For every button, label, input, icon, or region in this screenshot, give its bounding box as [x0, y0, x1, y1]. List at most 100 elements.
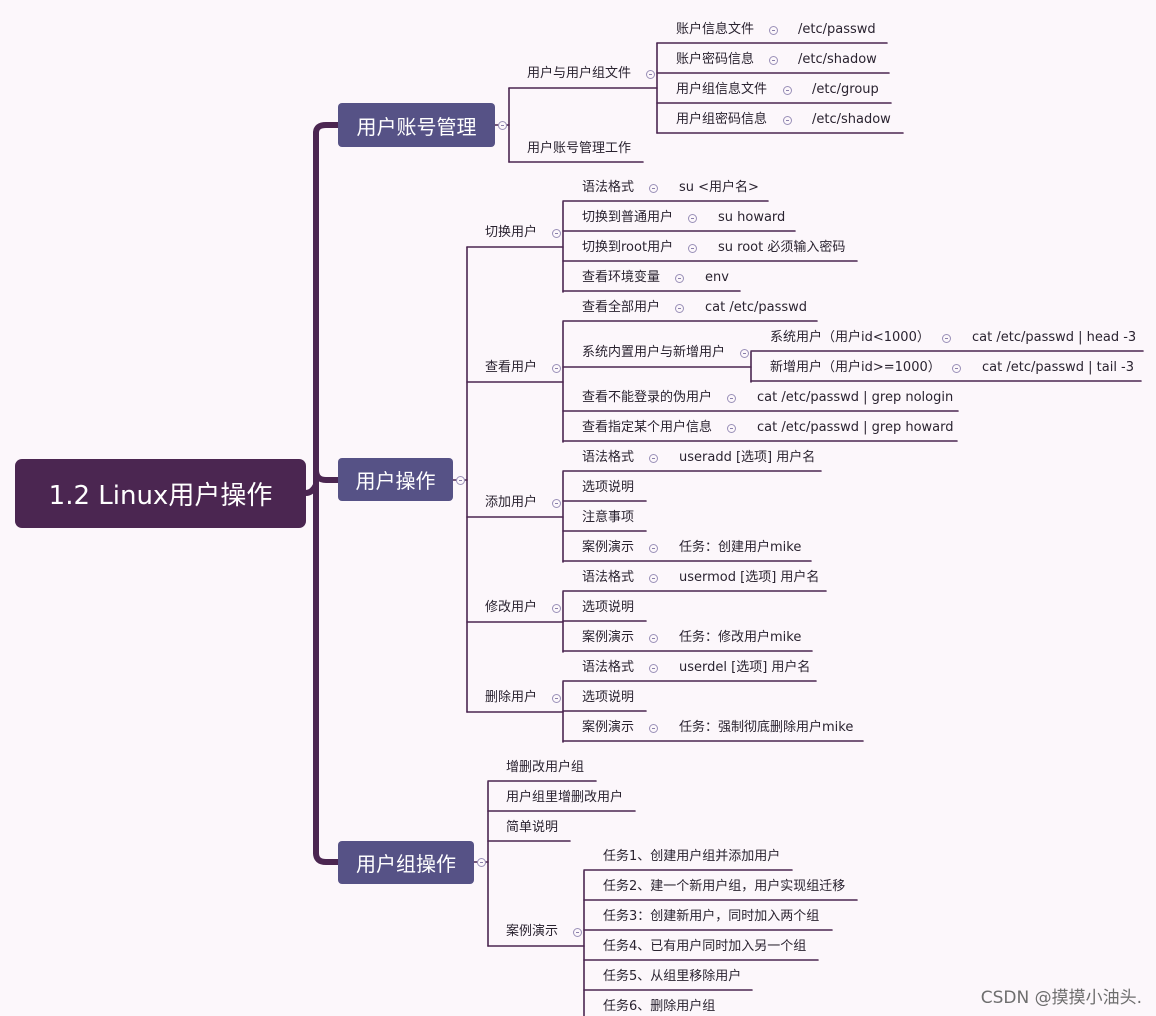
node-label[interactable]: 选项说明 — [582, 690, 635, 705]
collapse-icon[interactable] — [497, 120, 507, 130]
branch-label: 用户组操作 — [356, 852, 456, 876]
node-value[interactable]: su howard — [718, 210, 786, 225]
branch-link — [313, 469, 338, 483]
node-label[interactable]: 用户与用户组文件 — [527, 66, 632, 81]
collapse-icon[interactable] — [782, 85, 792, 95]
branch-link — [313, 852, 338, 865]
node-value[interactable]: /etc/shadow — [812, 112, 891, 127]
node-label[interactable]: 修改用户 — [485, 600, 538, 615]
collapse-icon[interactable] — [551, 228, 561, 238]
collapse-icon[interactable] — [687, 243, 697, 253]
collapse-icon[interactable] — [726, 423, 736, 433]
node-label[interactable]: 查看环境变量 — [582, 270, 661, 285]
node-label[interactable]: 语法格式 — [582, 180, 635, 195]
node-label[interactable]: 任务2、建一个新用户组，用户实现组迁移 — [603, 879, 846, 894]
node-label[interactable]: 新增用户（用户id>=1000） — [770, 360, 941, 375]
collapse-icon[interactable] — [768, 55, 778, 65]
node-label[interactable]: 删除用户 — [485, 690, 538, 705]
node-value[interactable]: cat /etc/passwd | grep nologin — [757, 390, 954, 405]
node-label[interactable]: 案例演示 — [582, 630, 635, 645]
branch-user-operations[interactable]: 用户操作 — [338, 458, 453, 501]
node-label[interactable]: 简单说明 — [506, 820, 559, 835]
collapse-icon[interactable] — [648, 573, 658, 583]
collapse-icon[interactable] — [648, 453, 658, 463]
node-label[interactable]: 增删改用户组 — [506, 760, 585, 775]
node-label[interactable]: 查看不能登录的伪用户 — [582, 390, 713, 405]
collapse-icon[interactable] — [674, 303, 684, 313]
node-label[interactable]: 系统内置用户与新增用户 — [582, 345, 726, 360]
branch-group-operations[interactable]: 用户组操作 — [338, 841, 474, 884]
collapse-icon[interactable] — [648, 183, 658, 193]
node-value[interactable]: usermod [选项] 用户名 — [679, 570, 820, 585]
collapse-icon[interactable] — [645, 69, 655, 79]
collapse-icon[interactable] — [648, 543, 658, 553]
node-label[interactable]: 任务1、创建用户组并添加用户 — [603, 849, 781, 864]
collapse-icon[interactable] — [739, 348, 749, 358]
collapse-icon[interactable] — [687, 213, 697, 223]
node-label[interactable]: 注意事项 — [582, 510, 635, 525]
collapse-icon[interactable] — [648, 723, 658, 733]
node-label[interactable]: 任务3：创建新用户，同时加入两个组 — [603, 909, 820, 924]
node-value[interactable]: useradd [选项] 用户名 — [679, 450, 816, 465]
collapse-icon[interactable] — [476, 857, 486, 867]
node-label[interactable]: 查看全部用户 — [582, 300, 661, 315]
node-label[interactable]: 添加用户 — [485, 495, 538, 510]
collapse-icon[interactable] — [782, 115, 792, 125]
root-topic-label: 1.2 Linux用户操作 — [48, 481, 273, 511]
node-label[interactable]: 选项说明 — [582, 600, 635, 615]
node-value[interactable]: userdel [选项] 用户名 — [679, 660, 811, 675]
node-label[interactable]: 案例演示 — [506, 924, 559, 939]
node-value[interactable]: cat /etc/passwd | tail -3 — [982, 360, 1135, 375]
node-value[interactable]: su root 必须输入密码 — [718, 240, 846, 255]
collapse-icon[interactable] — [572, 927, 582, 937]
node-value[interactable]: 任务：修改用户mike — [679, 630, 802, 645]
node-value[interactable]: 任务：创建用户mike — [679, 540, 802, 555]
node-label[interactable]: 语法格式 — [582, 570, 635, 585]
root-topic[interactable]: 1.2 Linux用户操作 — [15, 459, 306, 528]
node-value[interactable]: /etc/passwd — [798, 22, 876, 37]
node-label[interactable]: 任务4、已有用户同时加入另一个组 — [603, 939, 807, 954]
branch-user-account-management[interactable]: 用户账号管理 — [338, 103, 495, 147]
node-value[interactable]: 任务：强制彻底删除用户mike — [679, 720, 854, 735]
node-label[interactable]: 查看用户 — [485, 360, 538, 375]
collapse-icon[interactable] — [951, 363, 961, 373]
node-label[interactable]: 切换用户 — [485, 225, 538, 240]
node-label[interactable]: 用户组信息文件 — [676, 82, 768, 97]
node-value[interactable]: cat /etc/passwd — [705, 300, 807, 315]
node-value[interactable]: cat /etc/passwd | head -3 — [972, 330, 1137, 345]
collapse-icon[interactable] — [551, 693, 561, 703]
node-label[interactable]: 任务5、从组里移除用户 — [603, 969, 742, 984]
node-label[interactable]: 选项说明 — [582, 480, 635, 495]
node-label[interactable]: 语法格式 — [582, 450, 635, 465]
collapse-icon[interactable] — [648, 633, 658, 643]
node-value[interactable]: su <用户名> — [679, 180, 759, 195]
node-label[interactable]: 任务6、删除用户组 — [603, 999, 716, 1014]
node-label[interactable]: 用户组密码信息 — [676, 112, 768, 127]
node-label[interactable]: 用户组里增删改用户 — [506, 790, 624, 805]
node-label[interactable]: 账户信息文件 — [676, 22, 755, 37]
node-label[interactable]: 切换到root用户 — [582, 240, 674, 255]
node-label[interactable]: 查看指定某个用户信息 — [582, 420, 713, 435]
node-label[interactable]: 用户账号管理工作 — [527, 141, 632, 156]
collapse-icon[interactable] — [648, 663, 658, 673]
collapse-icon[interactable] — [768, 25, 778, 35]
collapse-icon[interactable] — [726, 393, 736, 403]
collapse-icon[interactable] — [551, 603, 561, 613]
collapse-icon[interactable] — [551, 498, 561, 508]
node-label[interactable]: 案例演示 — [582, 540, 635, 555]
node-label[interactable]: 案例演示 — [582, 720, 635, 735]
node-value[interactable]: /etc/group — [812, 82, 879, 97]
collapse-icon[interactable] — [455, 475, 465, 485]
node-label[interactable]: 语法格式 — [582, 660, 635, 675]
node-value[interactable]: env — [705, 270, 729, 285]
node-label[interactable]: 账户密码信息 — [676, 52, 755, 67]
node-label[interactable]: 系统用户（用户id<1000） — [770, 330, 930, 345]
collapse-icon[interactable] — [551, 363, 561, 373]
collapse-icon[interactable] — [941, 333, 951, 343]
node-label[interactable]: 切换到普通用户 — [582, 210, 674, 225]
node-value[interactable]: cat /etc/passwd | grep howard — [757, 420, 954, 435]
collapse-icon[interactable] — [674, 273, 684, 283]
node-value[interactable]: /etc/shadow — [798, 52, 877, 67]
